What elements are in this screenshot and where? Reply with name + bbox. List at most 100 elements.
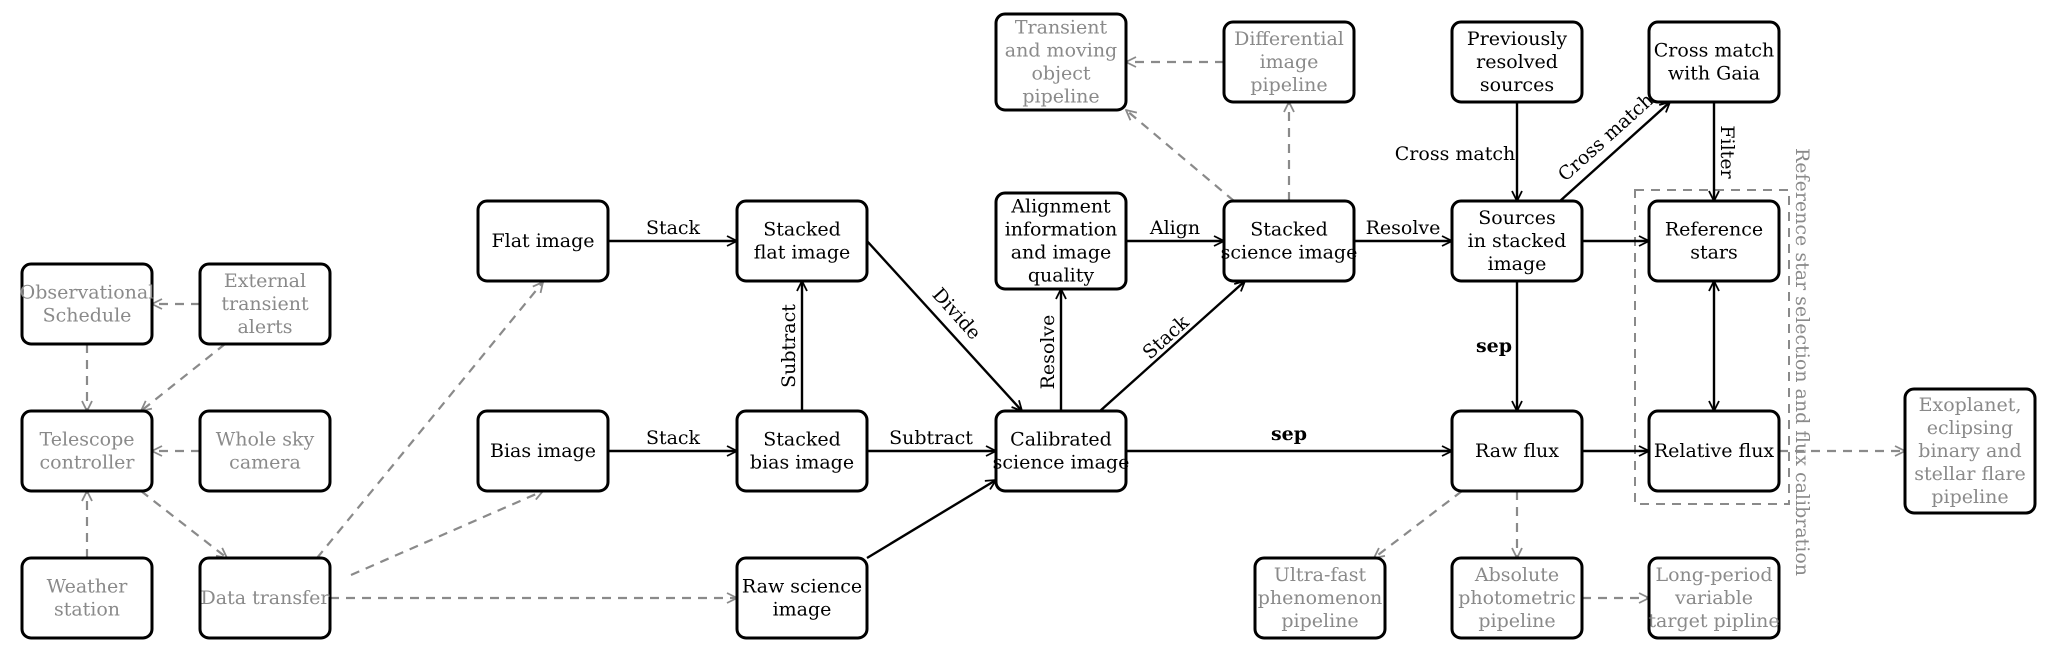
edge-alerts-to-controller	[141, 343, 226, 411]
node-box-raw-flux	[1450, 409, 1584, 493]
node-box-weather-station	[20, 556, 154, 640]
node-box-telescope-controller	[20, 409, 154, 493]
node-label-long-period-variable-pipeline: target pipline	[1648, 610, 1779, 632]
reference-star-group-box	[1634, 189, 1790, 505]
edge-label-subtract-horizontal: Subtract	[889, 427, 973, 449]
node-label-raw-science-image: image	[773, 599, 832, 621]
edges	[87, 62, 1905, 598]
node-box-stacked-science-image	[1222, 199, 1356, 283]
node-data-transfer: Data transfer	[198, 556, 332, 640]
node-label-alignment-information: quality	[1028, 265, 1095, 287]
node-box-raw-science-image	[735, 556, 869, 640]
node-label-telescope-controller: controller	[40, 452, 136, 474]
node-label-transient-moving-pipeline: Transient	[1015, 17, 1108, 39]
node-label-reference-stars: stars	[1690, 242, 1738, 264]
node-label-long-period-variable-pipeline: Long-period	[1655, 564, 1772, 586]
node-label-sources-in-stacked-image: Sources	[1478, 207, 1555, 229]
node-label-relative-flux: Relative flux	[1654, 440, 1775, 462]
node-label-calibrated-science-image: science image	[993, 452, 1130, 474]
edge-label-stack-flat: Stack	[646, 217, 701, 239]
node-label-bias-image: Bias image	[490, 440, 596, 462]
node-box-exoplanet-pipeline	[1903, 387, 2037, 515]
node-box-observational-schedule	[20, 262, 154, 346]
node-label-weather-station: station	[54, 599, 120, 621]
nodes: ObservationalScheduleExternaltransiental…	[20, 12, 2037, 640]
node-label-alignment-information: Alignment	[1010, 196, 1111, 218]
node-box-stacked-flat-image	[735, 199, 869, 283]
node-label-transient-moving-pipeline: object	[1031, 63, 1090, 85]
node-label-stacked-science-image: science image	[1221, 242, 1358, 264]
edge-label-divide: Divide	[928, 284, 986, 344]
node-label-sources-in-stacked-image: in stacked	[1468, 230, 1567, 252]
node-relative-flux: Relative flux	[1647, 409, 1781, 493]
edge-transfer-to-flat	[316, 282, 543, 559]
node-label-exoplanet-pipeline: pipeline	[1931, 486, 2008, 508]
reference-star-group: Reference star selection and flux calibr…	[1634, 148, 1813, 576]
node-label-ultra-fast-pipeline: pipeline	[1281, 610, 1358, 632]
node-label-cross-match-gaia: Cross match	[1654, 40, 1774, 62]
node-label-cross-match-gaia: with Gaia	[1668, 63, 1760, 85]
edge-label-stack-diagonal: Stack	[1139, 311, 1194, 364]
node-box-relative-flux	[1647, 409, 1781, 493]
node-label-alignment-information: and image	[1011, 242, 1112, 264]
node-label-calibrated-science-image: Calibrated	[1010, 429, 1112, 451]
node-label-data-transfer: Data transfer	[201, 587, 331, 609]
node-flat-image: Flat image	[476, 199, 610, 283]
node-label-long-period-variable-pipeline: variable	[1674, 587, 1753, 609]
node-label-whole-sky-camera: camera	[229, 452, 301, 474]
edge-stacked-to-transient	[1126, 110, 1235, 202]
node-box-calibrated-science-image	[994, 409, 1128, 493]
node-label-stacked-bias-image: Stacked	[763, 429, 841, 451]
edge-divide	[866, 240, 1022, 411]
node-label-exoplanet-pipeline: Exoplanet,	[1919, 394, 2022, 416]
node-label-differential-image-pipeline: Differential	[1234, 28, 1344, 50]
node-box-data-transfer	[198, 556, 332, 640]
node-label-sources-in-stacked-image: image	[1488, 253, 1547, 275]
node-box-flat-image	[476, 199, 610, 283]
edge-stack-diagonal	[1099, 281, 1245, 412]
node-box-whole-sky-camera	[198, 409, 332, 493]
node-label-external-transient-alerts: External	[224, 270, 306, 292]
edge-transfer-to-bias	[350, 491, 543, 577]
node-label-flat-image: Flat image	[491, 230, 594, 252]
node-raw-flux: Raw flux	[1450, 409, 1584, 493]
node-box-sources-in-stacked-image	[1450, 199, 1584, 283]
node-box-transient-moving-pipeline	[994, 12, 1128, 112]
node-box-stacked-bias-image	[735, 409, 869, 493]
edge-label-align: Align	[1149, 217, 1200, 239]
node-label-stacked-bias-image: bias image	[750, 452, 854, 474]
node-label-observational-schedule: Observational	[20, 282, 155, 304]
node-bias-image: Bias image	[476, 409, 610, 493]
node-label-alignment-information: information	[1005, 219, 1118, 241]
node-label-whole-sky-camera: Whole sky	[216, 429, 315, 451]
node-label-transient-moving-pipeline: pipeline	[1022, 86, 1099, 108]
node-label-raw-flux: Raw flux	[1475, 440, 1559, 462]
edge-label-resolve-horizontal: Resolve	[1366, 217, 1441, 239]
node-label-stacked-flat-image: flat image	[754, 242, 851, 264]
node-label-ultra-fast-pipeline: Ultra-fast	[1274, 564, 1367, 586]
node-label-differential-image-pipeline: pipeline	[1250, 74, 1327, 96]
node-box-ultra-fast-pipeline	[1253, 556, 1387, 640]
node-label-external-transient-alerts: transient	[221, 293, 309, 315]
